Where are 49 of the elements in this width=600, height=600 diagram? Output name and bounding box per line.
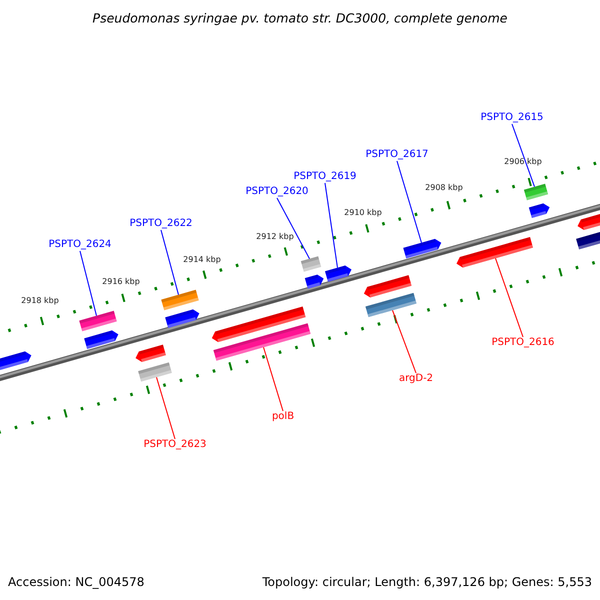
gene-label: argD-2 <box>398 373 434 385</box>
gene-feature <box>161 290 199 310</box>
gene-feature <box>524 184 548 200</box>
leader-line <box>156 376 176 440</box>
leader-line <box>512 124 535 188</box>
leader-line <box>396 160 422 244</box>
gene-feature-pointed <box>528 203 550 218</box>
gene-feature <box>365 292 417 318</box>
leader-line <box>276 198 310 260</box>
leader-line <box>324 182 338 268</box>
gene-label: PSPTO_2622 <box>130 218 192 230</box>
ruler-position-label: 2910 kbp <box>344 208 382 218</box>
gene-label: PSPTO_2624 <box>48 239 112 251</box>
ruler-position-label: 2908 kbp <box>425 183 463 193</box>
ruler-position-label: 2906 kbp <box>504 157 542 167</box>
ruler-position-label: 2912 kbp <box>256 232 294 242</box>
gene-label: PSPTO_2620 <box>246 186 308 198</box>
leader-line <box>495 258 524 338</box>
genome-stats-text: Topology: circular; Length: 6,397,126 bp; Genes: 5,553 <box>262 574 592 590</box>
gene-label: PSPTO_2619 <box>294 171 356 183</box>
genome-title: Pseudomonas syringae pv. tomato str. DC3000, complete genome <box>92 10 508 26</box>
gene-label: polB <box>272 411 294 423</box>
leader-line <box>263 346 284 412</box>
gene-feature-pointed <box>136 344 166 362</box>
gene-feature <box>79 310 117 332</box>
gene-label: PSPTO_2615 <box>480 112 544 124</box>
gene-feature <box>138 362 172 382</box>
gene-feature-pointed <box>0 351 32 370</box>
gene-feature <box>576 230 600 250</box>
ruler-position-label: 2916 kbp <box>102 277 140 287</box>
gene-label: PSPTO_2617 <box>366 149 428 161</box>
gene-feature-pointed <box>364 275 412 298</box>
gene-label: PSPTO_2616 <box>492 337 554 349</box>
gene-feature-pointed <box>456 237 534 268</box>
gene-label: PSPTO_2623 <box>144 439 206 451</box>
gene-feature <box>300 256 322 272</box>
gene-feature-pointed <box>578 212 600 230</box>
accession-text: Accession: NC_004578 <box>8 574 144 590</box>
gene-feature-pointed <box>403 238 442 258</box>
leader-line <box>160 230 179 296</box>
gene-feature-pointed <box>84 330 118 349</box>
gene-feature-pointed <box>165 309 200 328</box>
leader-line <box>392 310 416 374</box>
gene-feature <box>213 323 311 361</box>
gene-feature-pointed <box>325 266 352 282</box>
gene-feature-pointed <box>212 306 306 342</box>
ruler-position-label: 2918 kbp <box>21 296 59 306</box>
gene-feature-pointed <box>304 274 324 289</box>
ruler-position-label: 2914 kbp <box>183 255 221 265</box>
